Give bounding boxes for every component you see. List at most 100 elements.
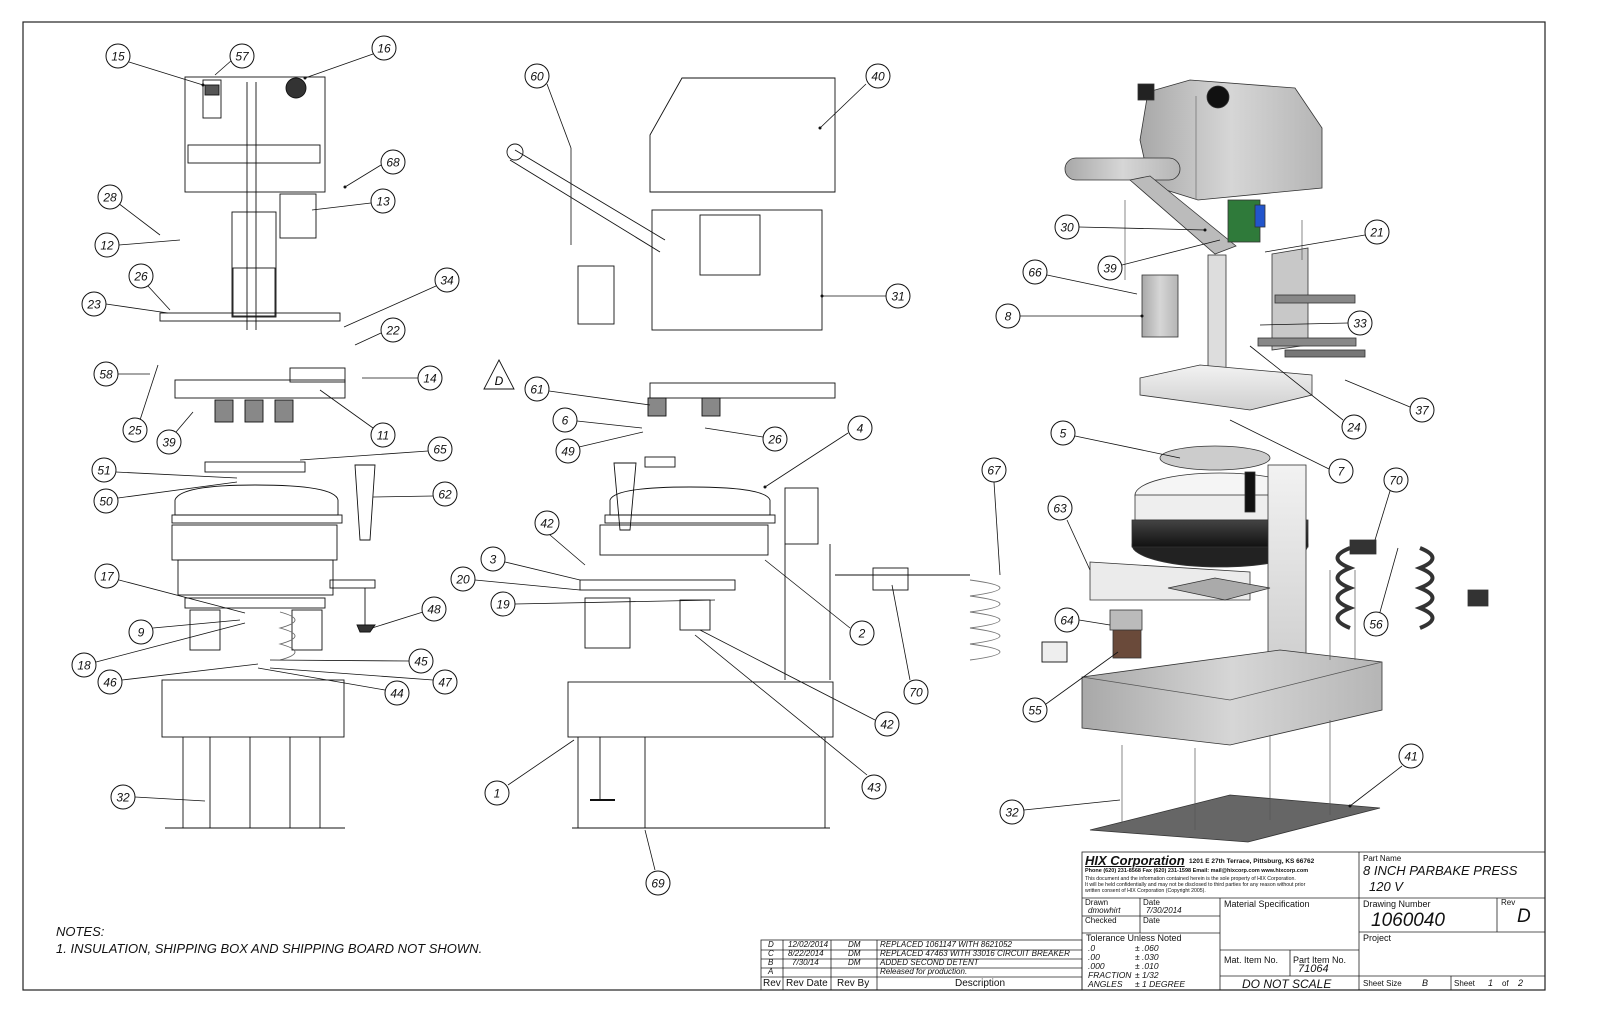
rev-row-d-by: DM	[848, 940, 861, 949]
balloon-circle	[874, 711, 900, 737]
balloon-8: 8	[995, 303, 1021, 329]
balloon-circle	[1328, 458, 1354, 484]
balloon-65: 65	[427, 436, 453, 462]
balloon-number: 26	[133, 270, 148, 284]
balloon-30: 30	[1054, 214, 1080, 240]
balloon-number: 60	[530, 70, 544, 84]
rev-header-date: Rev Date	[786, 978, 828, 989]
rev-row-d-date: 12/02/2014	[788, 940, 829, 949]
company-address: 1201 E 27th Terrace, Pittsburg, KS 66762	[1189, 858, 1315, 865]
balloon-5: 5	[1050, 420, 1076, 446]
project-label: Project	[1363, 933, 1392, 943]
balloon-circle	[421, 596, 447, 622]
checked-date-label: Date	[1143, 916, 1160, 925]
balloon-circle	[1341, 414, 1367, 440]
balloon-circle	[885, 283, 911, 309]
balloon-69: 69	[645, 870, 671, 896]
balloon-circle	[552, 407, 578, 433]
balloon-40: 40	[865, 63, 891, 89]
balloon-2: 2	[849, 620, 875, 646]
balloon-circle	[432, 481, 458, 507]
balloon-42: 42	[534, 510, 560, 536]
sheet-size-value: B	[1422, 978, 1429, 988]
balloon-circle	[480, 546, 506, 572]
balloon-circle	[380, 149, 406, 175]
balloon-circle	[370, 422, 396, 448]
balloon-number: 39	[1103, 262, 1117, 276]
company-contact: Phone (620) 231-8568 Fax (620) 231-1598 …	[1085, 868, 1309, 874]
balloon-circle	[91, 457, 117, 483]
balloon-circle	[645, 870, 671, 896]
balloon-3: 3	[480, 546, 506, 572]
balloon-number: 8	[1005, 310, 1012, 324]
balloon-number: 70	[909, 686, 923, 700]
tolerance-label: Tolerance Unless Noted	[1086, 933, 1182, 943]
balloon-number: 48	[427, 603, 441, 617]
balloon-number: 21	[1369, 226, 1383, 240]
notes-title: NOTES:	[56, 924, 105, 939]
balloon-6: 6	[552, 407, 578, 433]
rev-row-c-by: DM	[848, 949, 861, 958]
balloon-number: 31	[891, 290, 904, 304]
balloon-number: 46	[103, 676, 117, 690]
rev-value: D	[1517, 906, 1531, 927]
rev-row-d-desc: REPLACED 1061147 WITH 8621052	[880, 940, 1012, 949]
balloon-circle	[93, 361, 119, 387]
balloon-circle	[555, 438, 581, 464]
balloon-circle	[94, 232, 120, 258]
balloon-48: 48	[421, 596, 447, 622]
balloon-number: 40	[871, 70, 885, 84]
balloon-number: 18	[77, 659, 91, 673]
balloon-circle	[1022, 697, 1048, 723]
drawn-label: Drawn	[1085, 898, 1109, 907]
balloon-circle	[122, 417, 148, 443]
part-name-line-1: 8 INCH PARBAKE PRESS	[1363, 863, 1518, 878]
balloon-14: 14	[417, 365, 443, 391]
balloon-50: 50	[93, 488, 119, 514]
balloon-circle	[105, 43, 131, 69]
sheet-number: 1	[1488, 978, 1494, 988]
balloon-number: 11	[377, 429, 389, 443]
balloon-number: 50	[99, 495, 113, 509]
balloon-1: 1	[484, 780, 510, 806]
balloon-43: 43	[861, 774, 887, 800]
balloon-number: 20	[455, 573, 470, 587]
balloon-circle	[371, 35, 397, 61]
balloon-58: 58	[93, 361, 119, 387]
balloon-55: 55	[1022, 697, 1048, 723]
balloon-15: 15	[105, 43, 131, 69]
mat-item-label: Mat. Item No.	[1224, 955, 1279, 965]
rev-row-a-rev: A	[768, 967, 774, 976]
side-view	[483, 77, 1068, 829]
rev-row-b-rev: B	[768, 958, 774, 967]
balloon-11: 11	[370, 422, 396, 448]
company-name: HIX Corporation	[1085, 853, 1185, 868]
tolerance-key-1: .0	[1088, 943, 1096, 953]
balloon-number: 51	[97, 464, 110, 478]
balloon-47: 47	[432, 669, 458, 695]
balloon-number: 62	[438, 488, 452, 502]
balloon-4: 4	[847, 415, 873, 441]
date-value: 7/30/2014	[1146, 906, 1182, 915]
part-item-value: 71064	[1298, 963, 1329, 975]
balloon-circle	[534, 510, 560, 536]
balloon-circle	[128, 263, 154, 289]
part-item-label: Part Item No.	[1293, 955, 1347, 965]
balloon-circle	[762, 426, 788, 452]
balloon-number: 57	[235, 50, 250, 64]
balloon-circle	[981, 457, 1007, 483]
rev-row-c-date: 8/22/2014	[788, 949, 824, 958]
title-block-frame	[760, 851, 1546, 991]
balloon-number: 39	[162, 436, 176, 450]
balloon-number: 7	[1338, 465, 1346, 479]
balloon-number: 64	[1060, 614, 1074, 628]
balloon-circle	[427, 436, 453, 462]
balloon-circle	[1409, 397, 1435, 423]
rev-delta-letter: D	[495, 374, 504, 388]
balloon-circle	[903, 679, 929, 705]
notes-line-1: 1. INSULATION, SHIPPING BOX AND SHIPPING…	[56, 941, 483, 956]
balloon-number: 58	[99, 368, 113, 382]
balloon-circle	[1398, 743, 1424, 769]
balloon-number: 17	[100, 570, 115, 584]
balloon-39: 39	[1097, 255, 1123, 281]
